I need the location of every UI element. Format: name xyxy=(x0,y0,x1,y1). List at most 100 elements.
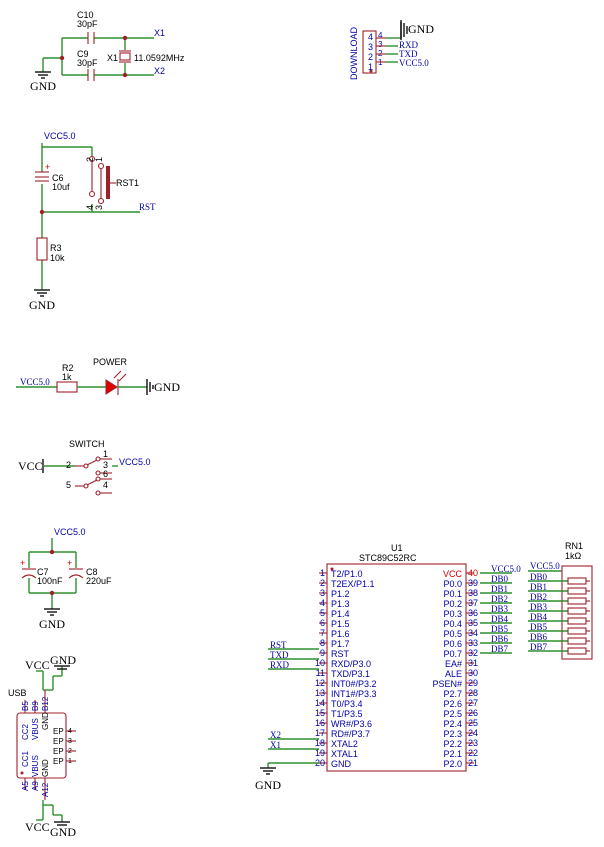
mcu-pin-label: T0/P3.4 xyxy=(331,699,363,709)
usb-ep-num-4: 4 xyxy=(68,728,72,735)
c8-ref: C8 xyxy=(86,567,98,577)
usb-pin-b5: B5 xyxy=(21,701,30,711)
rn1-net-label: DB0 xyxy=(530,572,548,582)
rn1-resistor xyxy=(567,577,587,585)
mcu-pin-label: P0.7 xyxy=(443,649,462,659)
ground-symbol xyxy=(146,379,154,395)
capacitor-c7 xyxy=(21,568,37,579)
mcu-pin-number: 10 xyxy=(315,658,325,668)
switch-vcc-left: VCC xyxy=(18,459,43,473)
rn1-ref: RN1 xyxy=(565,541,583,551)
ground-symbol xyxy=(54,665,70,670)
mcu-pin-label: P1.7 xyxy=(331,639,350,649)
ground-symbol xyxy=(400,20,408,40)
mcu-pin-number: 7 xyxy=(320,628,325,638)
reset-gnd-label: GND xyxy=(29,298,55,312)
rn1-resistor xyxy=(567,647,587,655)
mcu-right-pins: 40VCC39P0.038P0.137P0.236P0.335P0.434P0.… xyxy=(432,568,478,769)
mcu-pin-number: 26 xyxy=(468,708,478,718)
mcu-pin-number: 22 xyxy=(468,748,478,758)
download-txd-label: TXD xyxy=(399,49,418,59)
usb-pin-b12: B12 xyxy=(41,696,50,711)
mcu-pin-number: 8 xyxy=(320,638,325,648)
mcu-pin-number: 31 xyxy=(468,658,478,668)
gnd-label: GND xyxy=(30,79,56,93)
usb-pin-gnd-top: GND xyxy=(41,712,50,730)
switch-pin-5: 5 xyxy=(66,480,71,490)
mcu-pin-number: 19 xyxy=(315,748,325,758)
usb-pin-a5: A5 xyxy=(21,781,30,791)
rn1-net-label: DB5 xyxy=(530,622,548,632)
filter-vcc-label: VCC5.0 xyxy=(54,527,86,537)
usb-ep-3: EP xyxy=(53,747,64,756)
capacitor-c9 xyxy=(87,69,95,81)
switch-circuit: SWITCH VCC 2 5 1 3 6 4 VCC5.0 xyxy=(18,439,151,496)
mcu-net-label: DB1 xyxy=(491,584,508,594)
c9-ref: C9 xyxy=(77,49,89,59)
mcu-pin-label: ALE xyxy=(445,669,462,679)
download-header: DOWNLOAD 4 3 2 1 4 3 2 1 GND RXD TXD VCC… xyxy=(349,20,434,80)
usb-ep-1: EP xyxy=(53,727,64,736)
mcu-pin-label: P2.6 xyxy=(443,699,462,709)
download-num-4: 4 xyxy=(378,31,383,40)
mcu-net-label: DB3 xyxy=(491,604,509,614)
mcu-pin-label: PSEN# xyxy=(432,679,462,689)
mcu-pin-number: 28 xyxy=(468,688,478,698)
c10-value: 30pF xyxy=(77,19,98,29)
rn1-net-label: DB2 xyxy=(530,592,547,602)
mcu-pin-number: 13 xyxy=(315,688,325,698)
download-pin-1: 1 xyxy=(368,62,373,72)
rst1-pin-3: 3 xyxy=(94,205,104,210)
mcu-pin-label: P1.6 xyxy=(331,629,350,639)
capacitor-c8 xyxy=(68,568,84,579)
r2-value: 1k xyxy=(62,372,72,382)
rn1-net-label: DB7 xyxy=(530,642,548,652)
switch-pin-6: 6 xyxy=(103,469,108,479)
mcu-pin-label: P1.5 xyxy=(331,619,350,629)
mcu-pin-label: VCC xyxy=(443,569,463,579)
r3-value: 10k xyxy=(50,253,65,263)
usb-ep-2: EP xyxy=(53,737,64,746)
rn1-resistor xyxy=(567,607,587,615)
rn1-net-label: DB6 xyxy=(530,632,548,642)
mcu-pin-number: 6 xyxy=(320,618,325,628)
mcu-pin-label: RXD/P3.0 xyxy=(331,659,371,669)
ground-symbol xyxy=(44,608,60,616)
download-vcc-label: VCC5.0 xyxy=(399,58,429,68)
mcu-pin-label: P0.4 xyxy=(443,619,462,629)
download-num-3: 3 xyxy=(378,40,383,49)
mcu-pin-number: 9 xyxy=(320,648,325,658)
mcu-pin-number: 5 xyxy=(320,608,325,618)
x1-value: 11.0592MHz xyxy=(134,53,185,63)
mcu-pin-label: INT0#/P3.2 xyxy=(331,679,377,689)
rn1-net-label: DB4 xyxy=(530,612,548,622)
rst1-pin-1: 1 xyxy=(94,157,104,162)
mcu-pin-label: P0.5 xyxy=(443,629,462,639)
mcu-net-x1: X1 xyxy=(270,740,281,750)
reset-net-label: RST xyxy=(139,202,156,212)
mcu-pin-number: 2 xyxy=(320,578,325,588)
mcu-pin-label: RST xyxy=(331,649,350,659)
mcu-pin-label: P0.0 xyxy=(443,579,462,589)
ground-symbol xyxy=(35,71,51,79)
mcu-pin-number: 24 xyxy=(468,728,478,738)
mcu-pin-number: 18 xyxy=(315,738,325,748)
ground-symbol xyxy=(260,767,276,775)
mcu-pin-label: GND xyxy=(331,759,352,769)
c6-plus: + xyxy=(45,162,50,172)
mcu-pin-number: 20 xyxy=(315,758,325,768)
mcu-pin-number: 21 xyxy=(468,758,478,768)
mcu-pin-number: 23 xyxy=(468,738,478,748)
mcu-net-label: DB2 xyxy=(491,594,508,604)
rn1-resistor xyxy=(567,627,587,635)
mcu-net-rxd: RXD xyxy=(270,660,290,670)
mcu-pin-number: 1 xyxy=(320,568,325,578)
mcu-pin-number: 38 xyxy=(468,588,478,598)
mcu-pin-number: 12 xyxy=(315,678,325,688)
filter-capacitors: VCC5.0 + + C7 100nF C8 220uF GND xyxy=(20,527,112,631)
mcu-pin-label: P2.4 xyxy=(443,719,462,729)
mcu-pin-label: INT1#/P3.3 xyxy=(331,689,377,699)
